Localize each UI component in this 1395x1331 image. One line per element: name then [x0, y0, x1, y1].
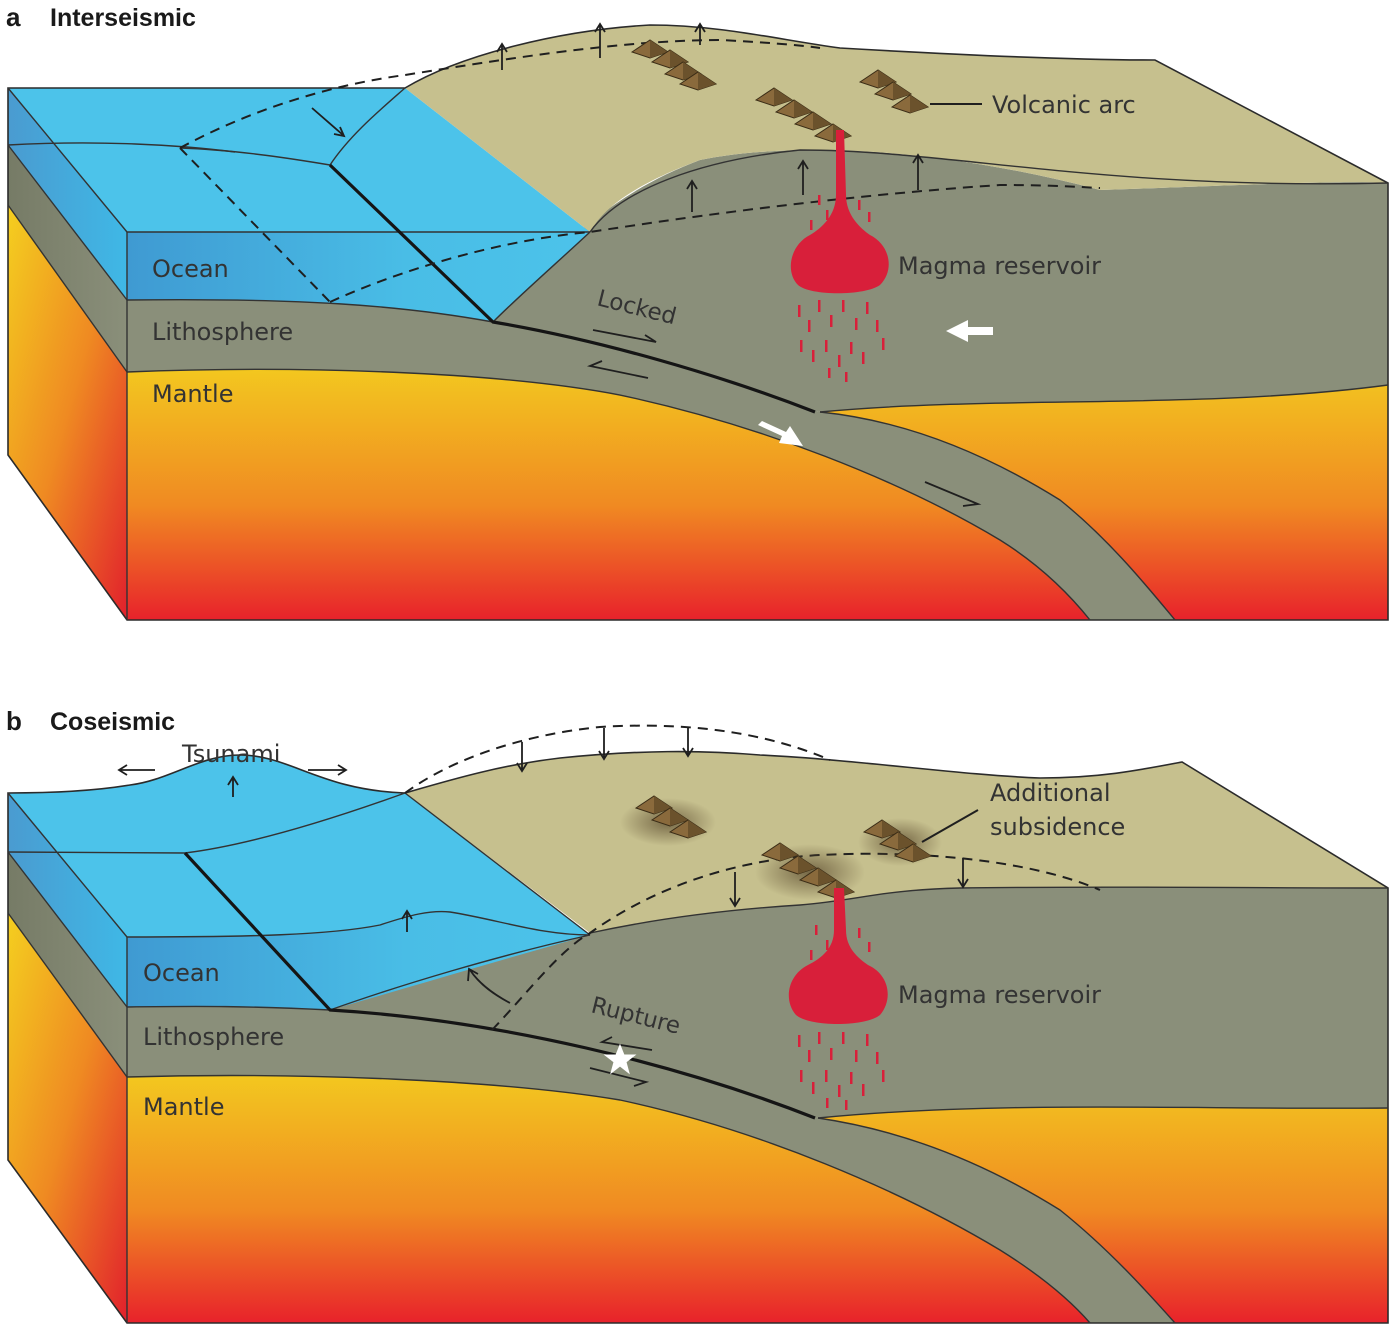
panel-a: a Interseismic Ocean Lithosphere Mantle …: [6, 2, 1389, 621]
ocean-label-b: Ocean: [143, 959, 220, 987]
mantle-label-b: Mantle: [143, 1093, 224, 1121]
ocean-side-face: [8, 88, 127, 300]
panel-b-letter: b: [6, 706, 22, 736]
lithosphere-side-face: [8, 145, 127, 372]
overriding-motion-arrow: [946, 320, 993, 342]
mantle-side-face-b: [8, 913, 127, 1323]
magma-reservoir-label-b: Magma reservoir: [898, 981, 1101, 1009]
magma-system: [790, 130, 889, 382]
ocean-up-arrow: [401, 909, 413, 932]
land-top-surface: [405, 25, 1388, 232]
subducting-slab-b: [127, 1006, 1175, 1323]
lithosphere-side-face-b: [8, 852, 127, 1077]
lithosphere-label: Lithosphere: [152, 318, 293, 346]
mantle-side-face: [8, 205, 127, 620]
panel-b: b Coseismic Tsunami Ocean Lithosphere Ma…: [6, 706, 1389, 1324]
lithosphere-label-b: Lithosphere: [143, 1023, 284, 1051]
additional-subsidence-label-line1: Additional: [990, 779, 1110, 807]
volcanic-arc-label: Volcanic arc: [992, 91, 1136, 119]
tsunami-left-arrow: [117, 764, 155, 776]
additional-subsidence-label-line2: subsidence: [990, 813, 1125, 841]
tsunami-label: Tsunami: [181, 740, 280, 768]
slab-half-arrow: [924, 481, 982, 507]
panel-a-title: Interseismic: [50, 4, 196, 32]
mantle-label: Mantle: [152, 380, 233, 408]
subducting-slab: [127, 299, 1175, 620]
rupture-star: [603, 1043, 637, 1075]
tsunami-right-arrow: [308, 764, 348, 776]
panel-b-title: Coseismic: [50, 708, 175, 736]
rupture-lower-half-arrow: [589, 1067, 650, 1087]
panel-a-letter: a: [6, 2, 21, 32]
seafloor-uplift-arrow: [467, 967, 511, 1004]
locked-fault-line: [328, 163, 816, 414]
additional-subsidence-leader-line: [921, 809, 979, 843]
ocean-top-surface-b: [8, 755, 590, 937]
ruptured-fault-line: [183, 851, 816, 1120]
magma-reservoir-label: Magma reservoir: [898, 252, 1101, 280]
slab-motion-arrow: [758, 421, 803, 446]
locked-lower-half-arrow-a: [586, 360, 649, 379]
magma-system-b: [788, 888, 888, 1110]
ocean-label: Ocean: [152, 255, 229, 283]
uplift-arrows: [311, 22, 924, 212]
ocean-front-face: [127, 232, 590, 322]
ocean-side-face-b: [8, 793, 127, 1007]
overriding-plate: [493, 150, 1388, 412]
tsunami-up-arrow: [227, 775, 239, 797]
rupture-upper-half-arrow: [599, 1036, 653, 1051]
locked-upper-half-arrow: [592, 329, 657, 343]
subsidence-arrows: [516, 728, 969, 908]
